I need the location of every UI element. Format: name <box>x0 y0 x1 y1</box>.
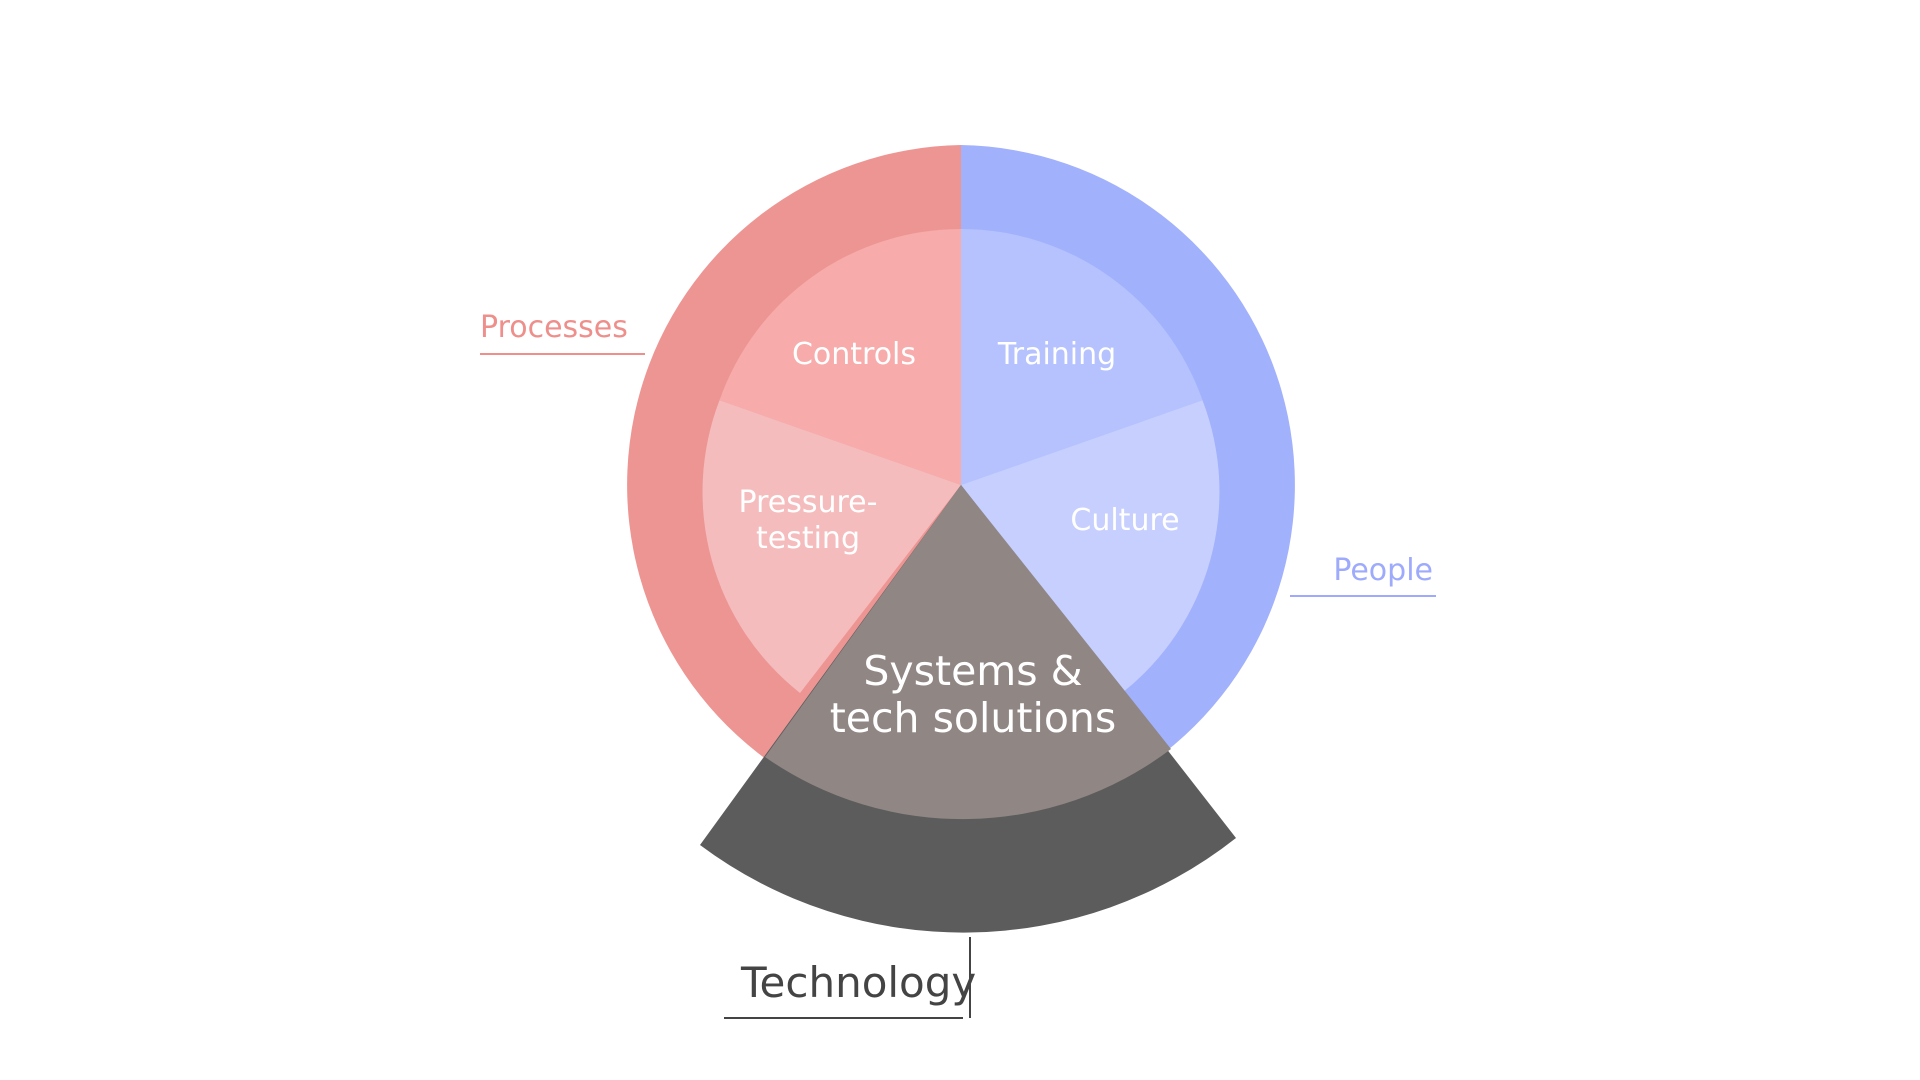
training-segment <box>961 229 1203 485</box>
technology-label: Technology <box>740 958 976 1007</box>
systems-label-line1: Systems & <box>863 647 1082 695</box>
controls-label: Controls <box>792 337 916 372</box>
training-label: Training <box>997 337 1116 372</box>
pressure-testing-segment <box>702 400 961 693</box>
people-label: People <box>1333 553 1433 588</box>
processes-label: Processes <box>480 310 628 345</box>
controls-segment <box>719 229 961 485</box>
pressure-testing-label-line2: testing <box>756 521 860 556</box>
culture-segment <box>961 400 1220 693</box>
systems-label-line2: tech solutions <box>830 694 1117 742</box>
pressure-testing-label-line1: Pressure- <box>739 485 878 520</box>
culture-label: Culture <box>1070 503 1179 538</box>
systems-tech-segment <box>765 485 1171 820</box>
